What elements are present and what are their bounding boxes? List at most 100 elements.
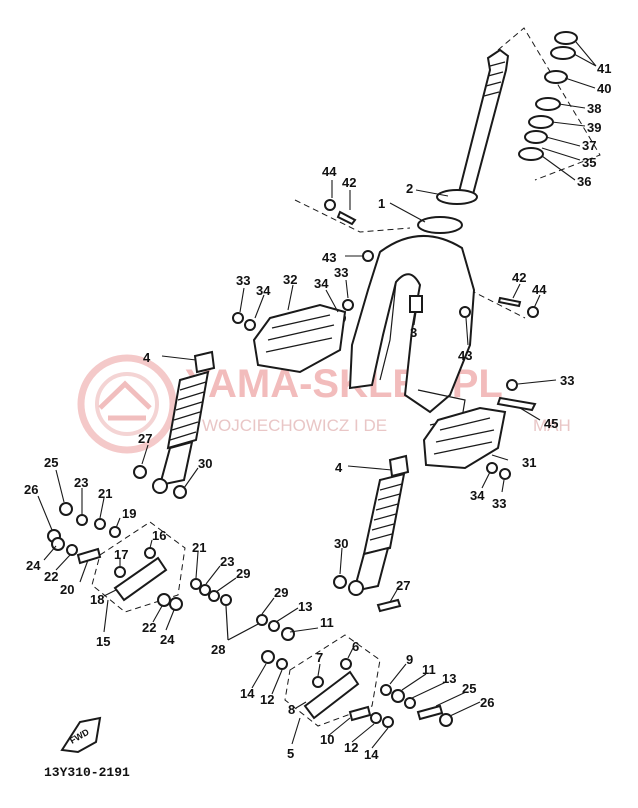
sleeve-20 [76, 547, 102, 565]
callout-10: 10 [320, 732, 334, 747]
step-plate-right-ribs [433, 417, 495, 455]
shock-left-coils [169, 381, 207, 441]
washer-19 [109, 526, 121, 538]
callout-2: 2 [406, 181, 413, 196]
callout-28: 28 [211, 642, 225, 657]
callout-36: 36 [577, 174, 591, 189]
callout-32: 32 [283, 272, 297, 287]
shock-right-top [388, 454, 410, 478]
callout-29-lower: 29 [274, 585, 288, 600]
washer-13b [404, 697, 416, 709]
washer-22a [66, 544, 78, 556]
callout-15: 15 [96, 634, 110, 649]
callout-31: 31 [522, 455, 536, 470]
callout-11-lower: 11 [422, 662, 436, 677]
callout-22-mid: 22 [142, 620, 156, 635]
callout-9: 9 [406, 652, 413, 667]
callout-33-a: 33 [236, 273, 250, 288]
step-plate-left [252, 303, 347, 374]
washer-37 [524, 130, 548, 144]
watermark-subtitle-tail: MAH [533, 416, 571, 435]
callout-30-lower: 30 [334, 536, 348, 551]
link-arm-18 [113, 556, 168, 602]
callout-20: 20 [60, 582, 74, 597]
steering-column-group [294, 27, 601, 319]
callout-3: 3 [410, 325, 417, 340]
callout-40: 40 [597, 81, 611, 96]
callout-25-right: 25 [462, 681, 476, 696]
washer-40 [544, 70, 568, 84]
nut-24b [169, 597, 183, 611]
link-arm-8 [303, 670, 360, 720]
callout-34-c: 34 [470, 488, 485, 503]
callout-44-upper: 44 [322, 164, 337, 179]
shaft-thread-3 [485, 81, 502, 87]
callout-38: 38 [587, 101, 601, 116]
callout-26-left: 26 [24, 482, 38, 497]
leader-28 [225, 605, 263, 641]
callout-13-lower: 13 [442, 671, 456, 686]
washer-set-28 [190, 578, 295, 641]
shock-right-body [352, 546, 390, 593]
callout-33-d: 33 [492, 496, 506, 511]
shaft-thread-4 [483, 91, 500, 97]
bolt-42b [497, 296, 522, 308]
assembly-15-outline [91, 521, 186, 613]
callout-labels: 41 40 38 39 37 35 36 2 1 44 42 43 33 34 … [24, 61, 611, 762]
shaft-thread-2 [487, 71, 504, 77]
pin-16 [144, 547, 156, 559]
washer-11a [281, 627, 295, 641]
callout-22-left: 22 [44, 569, 58, 584]
nut-30a [173, 485, 187, 499]
callout-23-mid: 23 [220, 554, 234, 569]
pin-7 [312, 676, 324, 688]
shock-left-top [193, 350, 216, 374]
shock-left-body [158, 440, 194, 487]
callout-41: 41 [597, 61, 611, 76]
step-plate-31 [422, 379, 537, 480]
washer-9 [380, 684, 392, 696]
nut-44a [324, 199, 336, 211]
steering-shaft [456, 48, 510, 200]
shock-absorber-left [133, 350, 216, 499]
sleeve-10 [348, 705, 372, 722]
callout-4-right: 4 [335, 460, 343, 475]
shock-absorber-right [333, 454, 410, 613]
steering-frame [348, 235, 476, 426]
collar-part-2 [436, 189, 478, 205]
callout-29-mid: 29 [236, 566, 250, 581]
frame-bushing-3 [409, 295, 423, 313]
callout-17: 17 [114, 547, 128, 562]
washer-13a [268, 620, 280, 632]
callout-39: 39 [587, 120, 601, 135]
callout-13-upper: 13 [298, 599, 312, 614]
fwd-arrow-shape [60, 716, 102, 754]
callout-14-right: 14 [364, 747, 379, 762]
callout-34-b: 34 [314, 276, 329, 291]
clamp-45 [496, 396, 537, 412]
diagram-code: 13Y310-2191 [44, 765, 130, 780]
callout-8: 8 [288, 702, 295, 717]
link-assembly-15 [47, 502, 186, 613]
bolt-33a [232, 312, 244, 324]
watermark-logo-inner [95, 372, 159, 436]
callout-16: 16 [152, 528, 166, 543]
washer-14b [382, 716, 394, 728]
callout-11-upper: 11 [320, 615, 334, 630]
guide-dash-2 [469, 289, 526, 319]
nut-33d [499, 468, 511, 480]
washer-12b [370, 712, 382, 724]
washer-21a [94, 518, 106, 530]
pin-6 [340, 658, 352, 670]
callout-35: 35 [582, 155, 596, 170]
callout-1: 1 [378, 196, 385, 211]
bolt-27b [376, 598, 402, 613]
callout-24-left: 24 [26, 558, 41, 573]
bolt-42a [336, 210, 357, 226]
callout-12-left: 12 [260, 692, 274, 707]
nut-34c [486, 462, 498, 474]
callout-43-upper: 43 [322, 250, 336, 265]
callout-26-right: 26 [480, 695, 494, 710]
callout-44-lower: 44 [532, 282, 547, 297]
bolt-25b [416, 704, 444, 721]
